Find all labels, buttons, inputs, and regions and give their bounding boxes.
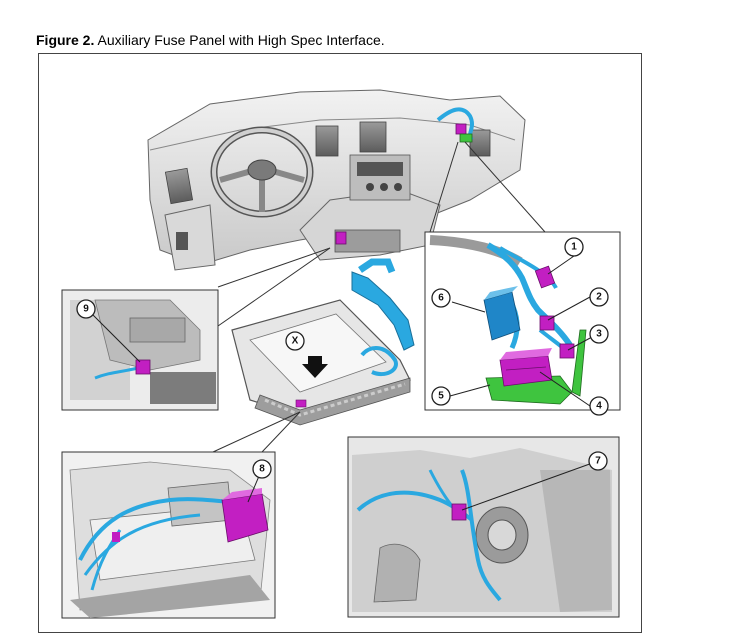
inset-fuse-panel — [424, 231, 621, 411]
seat-base-tray — [231, 299, 411, 426]
svg-text:6: 6 — [438, 293, 444, 304]
svg-text:1: 1 — [571, 242, 577, 253]
dashboard-overview — [147, 89, 526, 351]
figure-caption: Figure 2. Auxiliary Fuse Panel with High… — [36, 32, 385, 48]
svg-text:X: X — [292, 336, 299, 347]
callout-7: 7 — [588, 451, 608, 471]
callout-6: 6 — [431, 288, 451, 308]
leader-lines — [212, 141, 546, 453]
callout-5: 5 — [431, 386, 451, 406]
callout-x: X — [285, 331, 305, 351]
callout-9: 9 — [76, 299, 96, 319]
callout-1: 1 — [564, 237, 584, 257]
svg-text:3: 3 — [596, 329, 602, 340]
callout-leaders — [91, 255, 599, 511]
svg-text:2: 2 — [596, 292, 602, 303]
direction-arrow — [302, 356, 328, 378]
callout-8: 8 — [252, 459, 272, 479]
inset-tray-interior-8 — [61, 451, 276, 619]
svg-text:8: 8 — [259, 464, 265, 475]
figure-title: Auxiliary Fuse Panel with High Spec Inte… — [97, 32, 385, 48]
inset-engine-bay-7 — [347, 436, 620, 618]
svg-text:9: 9 — [83, 304, 89, 315]
figure-label: Figure 2. — [36, 32, 95, 48]
callout-2: 2 — [589, 287, 609, 307]
callout-3: 3 — [589, 324, 609, 344]
steering-wheel — [210, 126, 314, 218]
svg-text:4: 4 — [596, 401, 602, 412]
callout-4: 4 — [589, 396, 609, 416]
svg-text:5: 5 — [438, 391, 444, 402]
svg-text:7: 7 — [595, 456, 601, 467]
